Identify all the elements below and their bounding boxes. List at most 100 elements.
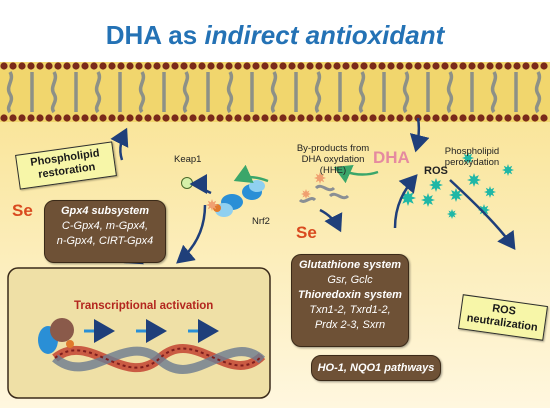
phospholipid-head	[180, 62, 188, 70]
phospholipid-tail	[50, 71, 58, 114]
byproducts-label: By-products from DHA oxydation (HHE)	[296, 143, 370, 176]
phospholipid-tail	[402, 71, 410, 114]
phospholipid-head	[423, 62, 431, 70]
phospholipid-head	[513, 62, 521, 70]
phospholipid-head	[513, 114, 521, 122]
phospholipid-head	[279, 62, 287, 70]
phospholipid-head	[72, 62, 80, 70]
phospholipid-head	[360, 114, 368, 122]
phospholipid-head	[126, 62, 134, 70]
phospholipid-head	[333, 114, 341, 122]
phospholipid-head	[414, 62, 422, 70]
phospholipid-head	[153, 114, 161, 122]
phospholipid-tail	[138, 71, 146, 114]
phospholipid-head	[531, 114, 539, 122]
phospholipid-head	[198, 62, 206, 70]
ros-star	[462, 152, 474, 164]
nrf2-label: Nrf2	[252, 216, 270, 227]
ros-star	[429, 178, 443, 192]
selenium-left: Se	[12, 201, 33, 220]
phospholipid-head	[342, 114, 350, 122]
phospholipid-head	[342, 62, 350, 70]
phospholipid-head	[468, 62, 476, 70]
phospholipid-heads	[0, 62, 548, 122]
phospholipid-head	[234, 62, 242, 70]
phospholipid-head	[153, 62, 161, 70]
gpx4-subsystem-bubble: Gpx4 subsystem C-Gpx4, m-Gpx4, n-Gpx4, C…	[44, 200, 166, 263]
phospholipid-head	[189, 62, 197, 70]
phospholipid-tail	[534, 71, 542, 114]
phospholipid-head	[279, 114, 287, 122]
keap1-nrf2-complex	[181, 177, 265, 217]
arrow-nrf2-release	[233, 164, 269, 184]
pathway-arrows	[110, 117, 516, 265]
phospholipid-head	[306, 114, 314, 122]
phospholipid-head	[117, 114, 125, 122]
phospholipid-head	[504, 62, 512, 70]
phospholipid-head	[378, 114, 386, 122]
arrow-to-ros	[393, 174, 418, 229]
phospholipid-head	[378, 62, 386, 70]
phospholipid-head	[252, 62, 260, 70]
phospholipid-tail	[358, 71, 366, 114]
phospholipid-head	[504, 114, 512, 122]
ros-star	[467, 173, 481, 187]
ros-star	[449, 188, 463, 202]
phospholipid-head	[108, 114, 116, 122]
cell-membrane	[0, 62, 550, 122]
phospholipid-head	[18, 62, 26, 70]
phospholipid-head	[0, 62, 8, 70]
phospholipid-head	[540, 62, 548, 70]
hhe-byproducts	[298, 184, 350, 203]
phospholipid-head	[117, 62, 125, 70]
arrow-to-keap1	[189, 174, 212, 195]
phospholipid-head	[9, 114, 17, 122]
phospholipid-head	[315, 62, 323, 70]
phospholipid-head	[27, 62, 35, 70]
phospholipid-head	[144, 62, 152, 70]
phospholipid-head	[180, 114, 188, 122]
phospholipid-head	[261, 114, 269, 122]
phospholipid-head	[522, 62, 530, 70]
phospholipid-head	[135, 114, 143, 122]
phospholipid-head	[252, 114, 260, 122]
phospholipid-head	[324, 114, 332, 122]
ros-star	[484, 186, 496, 198]
phospholipid-head	[243, 62, 251, 70]
phospholipid-head	[486, 62, 494, 70]
phospholipid-head	[387, 114, 395, 122]
phospholipid-head	[333, 62, 341, 70]
phospholipid-head	[36, 62, 44, 70]
phospholipid-head	[243, 114, 251, 122]
phospholipid-head	[540, 114, 548, 122]
phospholipid-tail	[226, 71, 234, 114]
phospholipid-head	[432, 62, 440, 70]
phospholipid-head	[387, 62, 395, 70]
phospholipid-head	[369, 114, 377, 122]
selenium-middle: Se	[296, 223, 317, 242]
phospholipid-head	[63, 114, 71, 122]
phospholipid-tail	[490, 71, 498, 114]
phospholipid-head	[450, 114, 458, 122]
phospholipid-head	[306, 62, 314, 70]
phospholipid-head	[72, 114, 80, 122]
phospholipid-head	[441, 114, 449, 122]
phospholipid-head	[207, 62, 215, 70]
phospholipid-head	[225, 62, 233, 70]
arrow-to-nucleus	[176, 204, 207, 264]
phospholipid-head	[171, 114, 179, 122]
phospholipid-head	[270, 62, 278, 70]
phospholipid-head	[99, 62, 107, 70]
arrow-membrane-to-ros	[409, 117, 430, 153]
phospholipid-head	[198, 114, 206, 122]
keap1-label: Keap1	[174, 154, 202, 165]
peroxidation-label: Phospholipid peroxydation	[444, 146, 500, 168]
phospholipid-head	[27, 114, 35, 122]
phospholipid-head	[432, 114, 440, 122]
phospholipid-tail	[182, 71, 190, 114]
phospholipid-head	[54, 114, 62, 122]
phospholipid-head	[441, 62, 449, 70]
phospholipid-head	[207, 114, 215, 122]
ros-star	[447, 209, 457, 219]
